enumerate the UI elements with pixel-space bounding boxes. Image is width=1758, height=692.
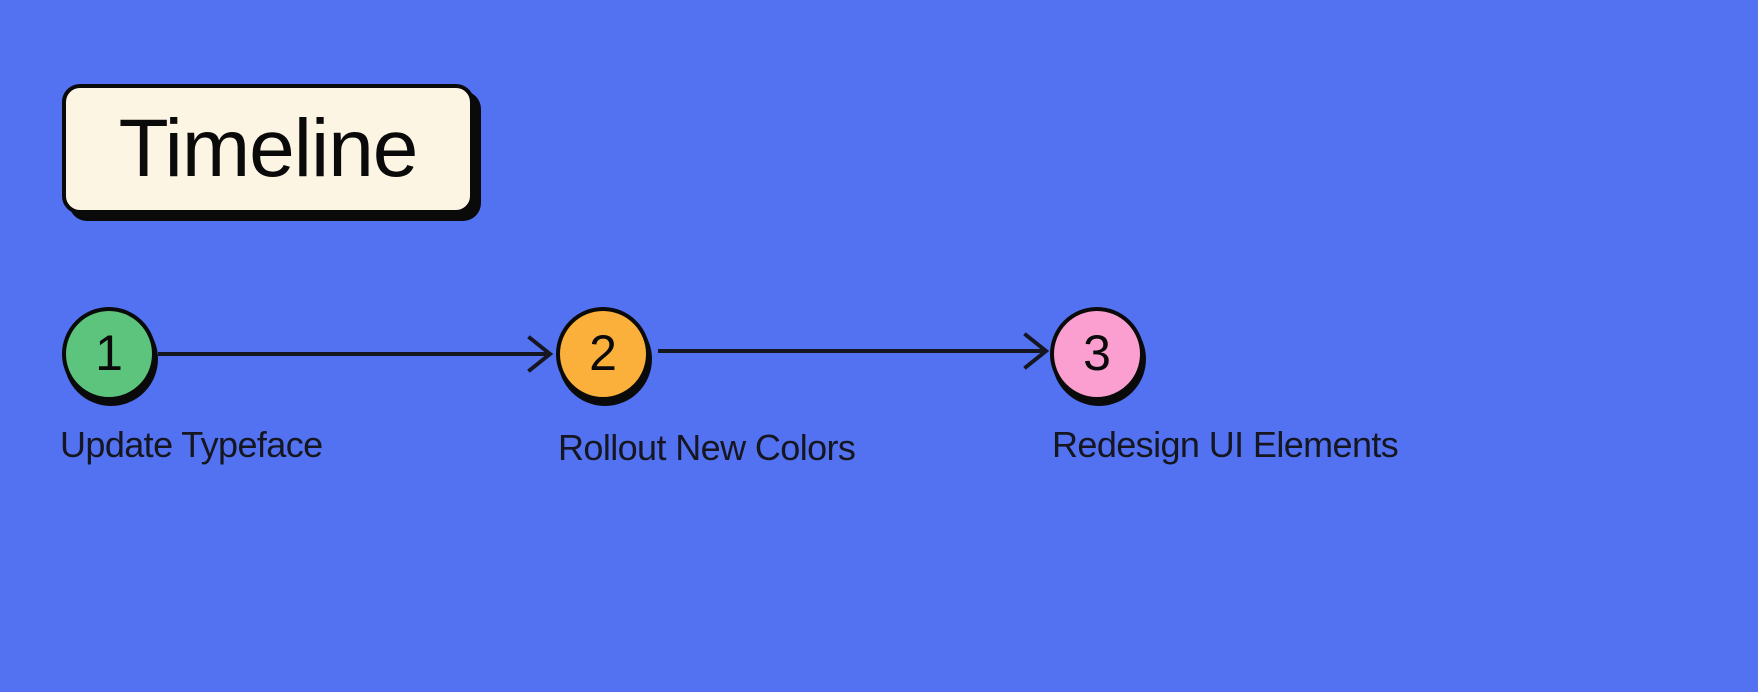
timeline-connector-1 [158,334,558,374]
timeline-node-2-number: 2 [589,325,617,381]
timeline-node-2[interactable]: 2 [556,307,650,401]
timeline-node-3[interactable]: 3 [1050,307,1144,401]
timeline-node-1-number: 1 [95,325,123,381]
arrow-right-icon [158,335,554,373]
timeline-node-1-label: Update Typeface [60,424,323,465]
timeline-connector-2 [658,331,1054,371]
timeline-node-2-label: Rollout New Colors [558,427,856,468]
arrow-right-icon [658,332,1050,370]
title-card: Timeline [62,84,474,214]
page-title: Timeline [118,103,419,194]
timeline-node-3-label: Redesign UI Elements [1052,424,1399,465]
timeline-node-3-number: 3 [1083,325,1111,381]
timeline-node-1[interactable]: 1 [62,307,156,401]
